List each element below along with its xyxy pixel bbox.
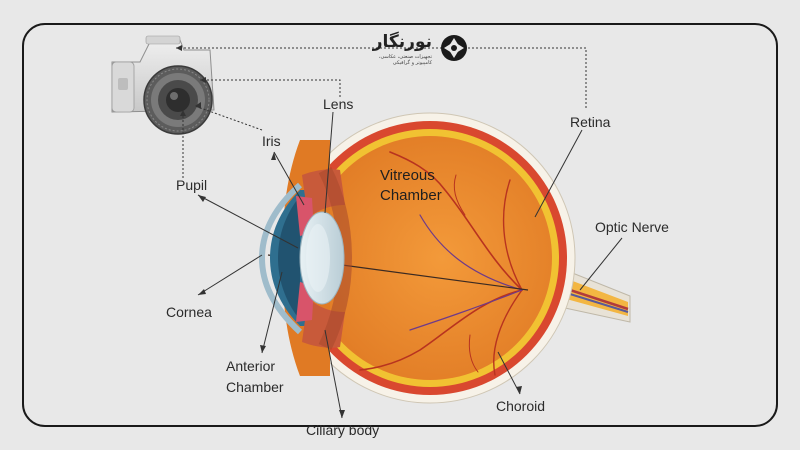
label-cornea: Cornea [166,304,212,320]
label-vitreous-chamber-line2: Chamber [380,187,442,204]
brand-name: نورنگار [372,32,432,52]
pointer-arrowheads [198,152,522,418]
vitreous-body [308,136,552,380]
label-anterior-chamber-line1: Anterior [226,358,276,374]
brand-tagline: تجهیزات صنعتی، عکاسی، کامپیوتر و گرافیکی [378,54,432,66]
brand-logo: نورنگار تجهیزات صنعتی، عکاسی، کامپیوتر و… [368,32,468,66]
label-vitreous-chamber-line1: Vitreous [380,167,435,184]
retinal-vessels [359,151,523,376]
pointer-lines [197,111,623,419]
leader-arrowheads [176,45,206,116]
camera-leader-lines [176,47,587,178]
label-pupil: Pupil [176,177,208,193]
label-ciliary-body: Ciliary body [306,422,380,438]
label-choroid: Choroid [496,398,546,414]
label-retina: Retina [570,114,611,130]
label-iris: Iris [262,133,281,149]
label-anterior-chamber-line2: Chamber [226,379,284,395]
label-lens: Lens [323,96,354,112]
aperture-logo-icon [441,35,467,61]
camera-icon [111,35,215,135]
cornea [258,182,303,335]
label-optic-nerve: Optic Nerve [595,219,669,235]
anterior-chamber [278,196,300,320]
anterior-segment [258,166,353,351]
